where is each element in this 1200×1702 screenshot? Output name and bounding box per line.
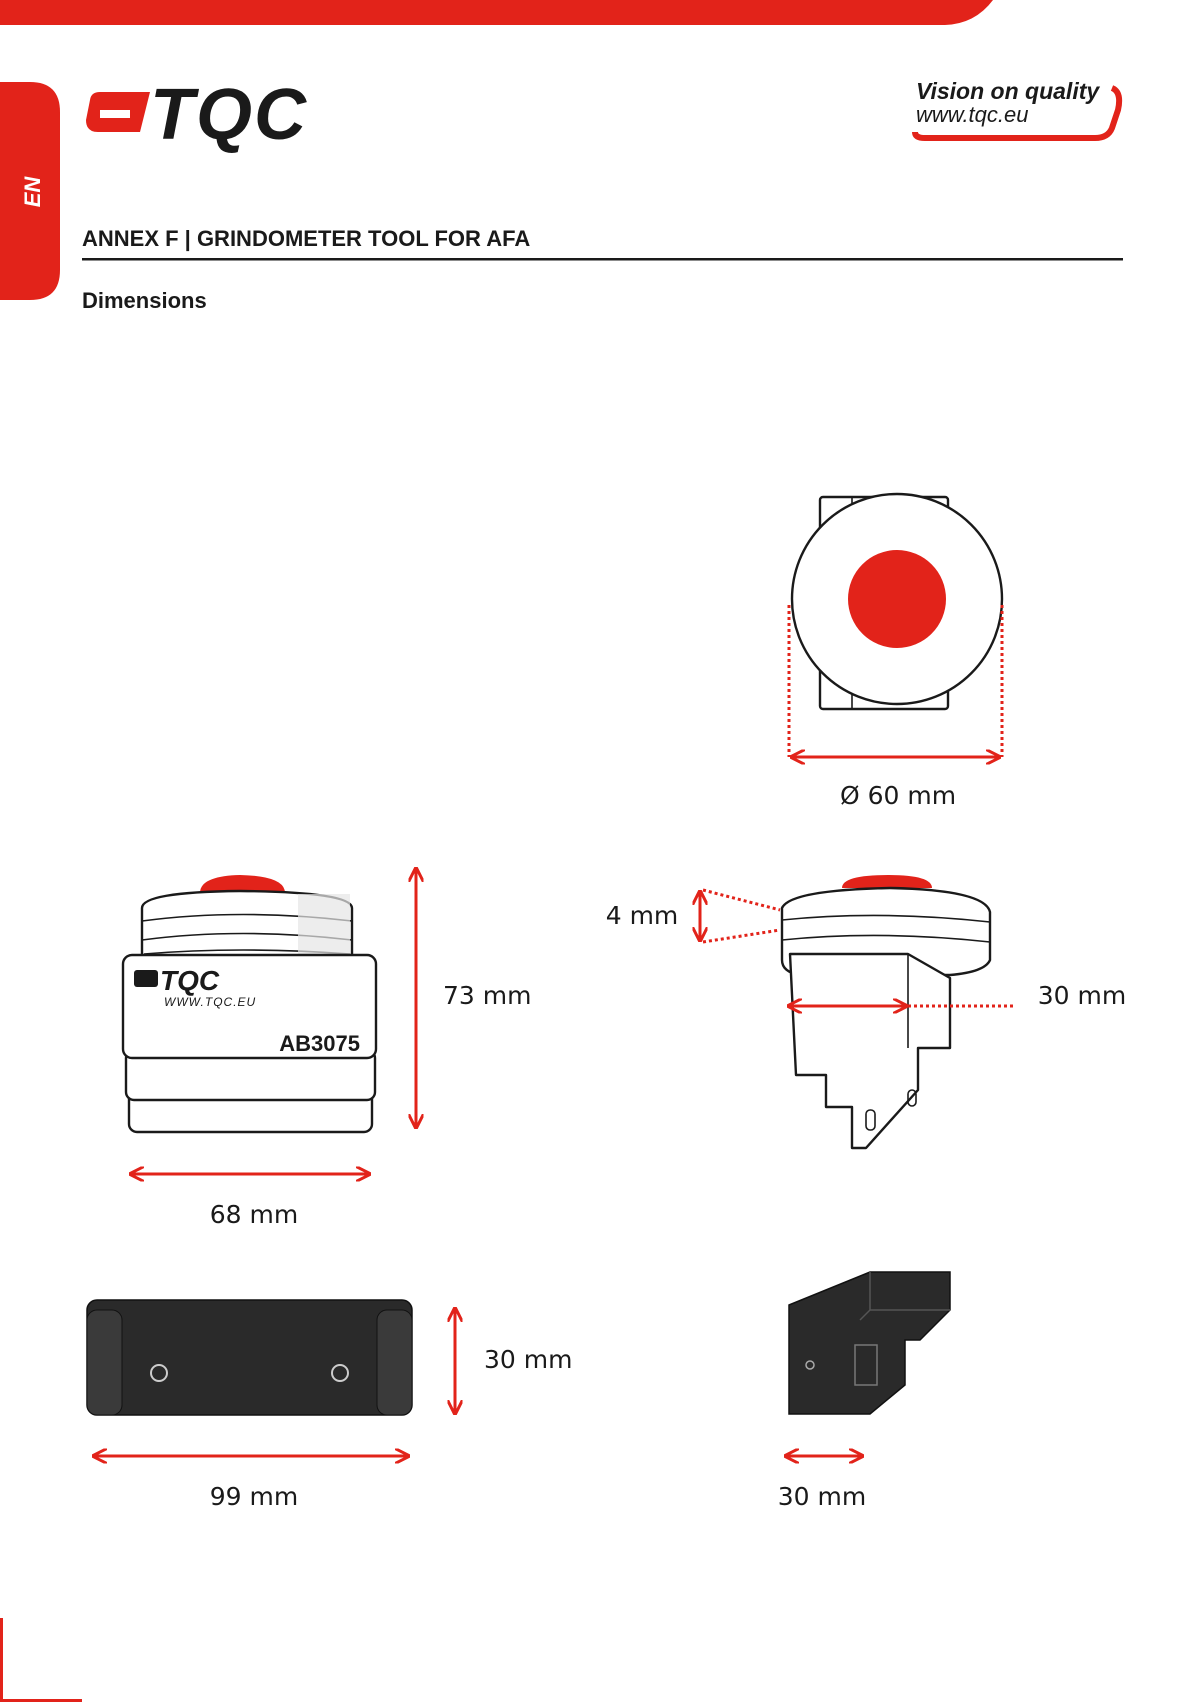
block-length-label: 99 mm xyxy=(210,1482,298,1511)
page-title: ANNEX F | GRINDOMETER TOOL FOR AFA xyxy=(82,226,530,251)
product-code: AB3075 xyxy=(279,1031,360,1056)
top-view-drawing xyxy=(787,492,1004,757)
block-width-label: 30 mm xyxy=(778,1482,866,1511)
tqc-logo: TQC xyxy=(86,75,308,155)
top-red-bar xyxy=(0,0,993,25)
height-label: 73 mm xyxy=(443,981,531,1010)
language-tab-label: EN xyxy=(20,176,45,208)
website: www.tqc.eu xyxy=(916,102,1029,127)
block-front-drawing xyxy=(86,1299,455,1456)
ring-label: 4 mm xyxy=(606,901,679,930)
side-depth-label: 30 mm xyxy=(1038,981,1126,1010)
slogan-block: Vision on quality www.tqc.eu xyxy=(912,78,1123,141)
slogan: Vision on quality xyxy=(916,78,1100,104)
title-rule xyxy=(82,258,1123,261)
language-tab xyxy=(0,82,60,300)
block-height-label: 30 mm xyxy=(484,1345,572,1374)
block-side-drawing xyxy=(787,1271,951,1456)
section-title: Dimensions xyxy=(82,288,207,313)
diameter-label: Ø 60 mm xyxy=(840,781,956,810)
front-width-label: 68 mm xyxy=(210,1200,298,1229)
side-view-drawing xyxy=(700,875,1015,1150)
corner-mark xyxy=(0,1618,82,1702)
front-view-drawing: TQC WWW.TQC.EU AB3075 xyxy=(121,870,416,1174)
product-website: WWW.TQC.EU xyxy=(164,995,256,1009)
svg-text:TQC: TQC xyxy=(150,75,308,155)
product-logo: TQC xyxy=(160,965,220,996)
